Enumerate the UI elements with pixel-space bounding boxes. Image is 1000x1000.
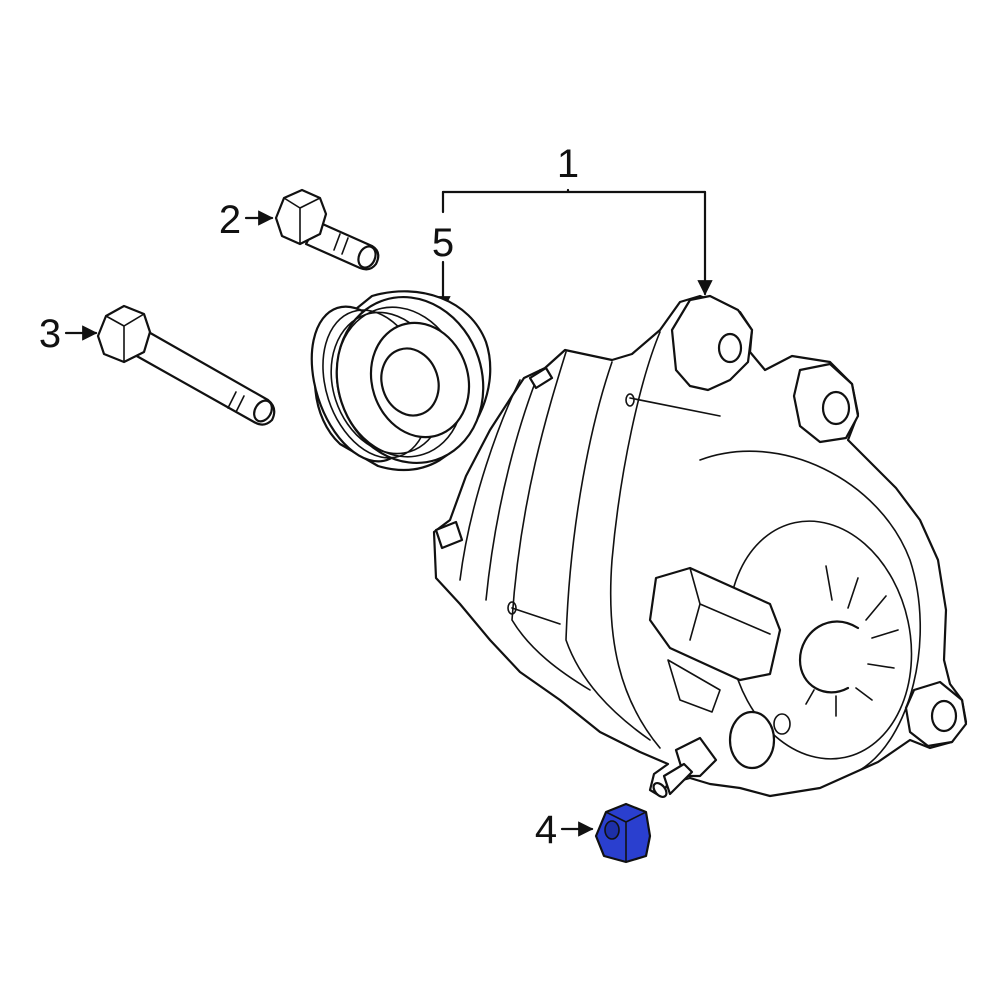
alternator-regulator-boss [728, 710, 776, 770]
through-bolt-end-2 [507, 601, 517, 615]
alternator-terminal-tip [652, 781, 668, 799]
bolt-short-head [274, 188, 328, 246]
callout-4-label: 4 [535, 808, 557, 852]
nut-body [594, 802, 652, 864]
bolt-short-thread [333, 233, 349, 255]
alternator[interactable] [432, 294, 968, 799]
alternator-band-4 [609, 331, 661, 749]
pulley-hub-inner [380, 347, 440, 417]
alternator-top-stud [528, 366, 554, 390]
alternator-connector-edges [689, 567, 771, 641]
alternator-front-stud [434, 520, 464, 550]
callout-1-label: 1 [557, 142, 579, 186]
alternator-mount-hole-bottom [930, 699, 958, 733]
alternator-band-3 [565, 361, 651, 741]
bolt-long-head-facets [105, 313, 145, 363]
callout-1[interactable]: 1 [441, 142, 713, 296]
alternator-bracket [667, 659, 721, 713]
alternator-band-2 [511, 351, 591, 691]
bolt-long-tip [253, 399, 273, 423]
callout-1-bracket [441, 188, 707, 194]
nut-hole [604, 820, 620, 840]
alternator-through-bolts [511, 397, 721, 625]
callout-4[interactable]: 4 [535, 808, 594, 852]
callout-5[interactable]: 5 [432, 190, 454, 312]
alternator-mount-hole-right [821, 390, 851, 426]
callout-2-label: 2 [219, 198, 241, 242]
bolt-short[interactable] [274, 188, 380, 271]
through-bolt-end-1 [625, 393, 635, 407]
callout-3[interactable]: 3 [39, 312, 98, 356]
callout-5-label: 5 [432, 221, 454, 265]
alternator-vents [798, 565, 899, 717]
callout-3-label: 3 [39, 312, 61, 356]
alternator-connector [648, 566, 782, 682]
alternator-center-arc [798, 620, 860, 694]
alternator-mount-hole-top [717, 332, 743, 364]
pulley[interactable] [294, 278, 505, 482]
bolt-long[interactable] [96, 304, 276, 426]
bolt-short-tip [357, 245, 377, 269]
alternator-terminal-stud [662, 762, 694, 796]
alternator-front-band [459, 369, 541, 601]
alternator-rear-cover-edge [699, 450, 921, 771]
callout-2[interactable]: 2 [219, 198, 274, 242]
bolt-long-thread [227, 391, 245, 413]
nut-facets [599, 811, 647, 862]
bolt-short-head-facets [283, 197, 321, 245]
alternator-small-boss [773, 713, 791, 735]
alternator-mount-ear-top [670, 294, 754, 392]
nut[interactable] [594, 802, 652, 864]
